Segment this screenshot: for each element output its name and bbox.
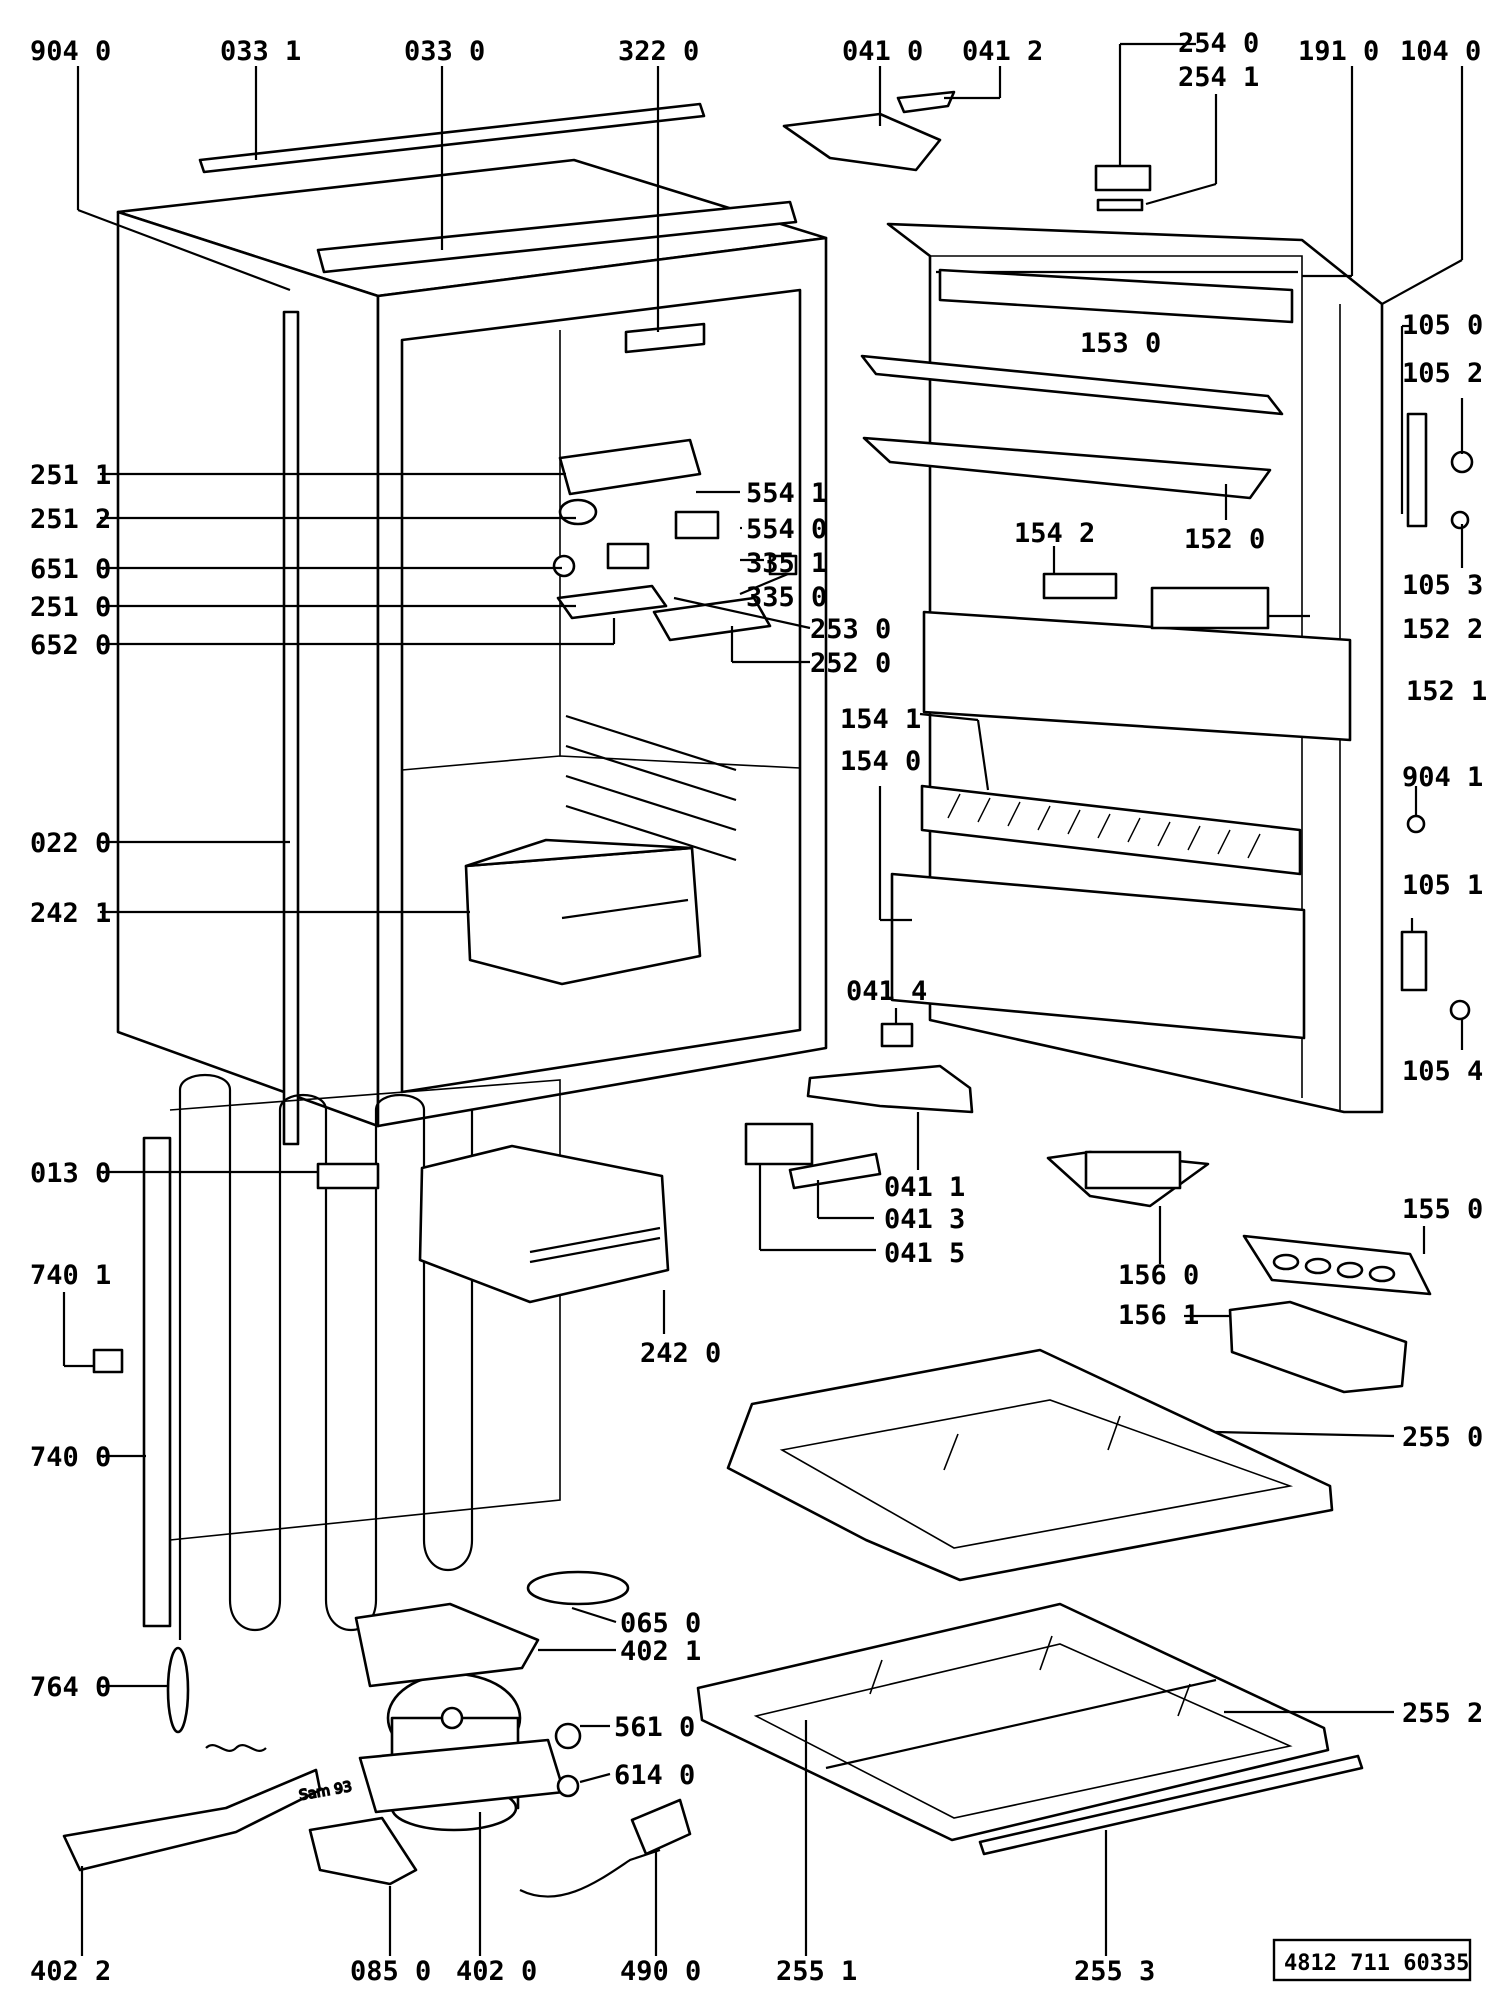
overload-component: [556, 1774, 580, 1798]
condenser-coil: [142, 1073, 561, 1640]
label-554-0: 554 0: [746, 514, 827, 545]
part-labels: 904 0 033 1 033 0 322 0 041 0 041 2 254 …: [30, 28, 1487, 1987]
label-105-2: 105 2: [1402, 358, 1483, 389]
label-156-0: 156 0: [1118, 1260, 1199, 1291]
label-255-2: 255 2: [1402, 1698, 1483, 1729]
label-251-1: 251 1: [30, 460, 111, 491]
glass-shelf-lower: [696, 1602, 1330, 1842]
label-490-0: 490 0: [620, 1956, 701, 1987]
top-hinge-parts: [782, 90, 1474, 1021]
label-335-0: 335 0: [746, 582, 827, 613]
label-154-1: 154 1: [840, 704, 921, 735]
label-255-0: 255 0: [1402, 1422, 1483, 1453]
label-041-4: 041 4: [846, 976, 927, 1007]
coil-spring: [205, 1744, 267, 1752]
reference-number: 4812 711 60335: [1284, 1951, 1469, 1976]
label-402-2: 402 2: [30, 1956, 111, 1987]
label-252-0: 252 0: [810, 648, 891, 679]
spacer-plate: [316, 1162, 380, 1190]
label-104-0: 104 0: [1400, 36, 1481, 67]
label-041-2: 041 2: [962, 36, 1043, 67]
label-022-0: 022 0: [30, 828, 111, 859]
label-740-1: 740 1: [30, 1260, 111, 1291]
label-152-2: 152 2: [1402, 614, 1483, 645]
compressor-bracket: [354, 1602, 540, 1688]
label-904-0-top: 904 0: [30, 36, 111, 67]
label-335-1: 335 1: [746, 548, 827, 579]
label-254-0: 254 0: [1178, 28, 1259, 59]
power-cord: [519, 1848, 661, 1898]
label-041-0: 041 0: [842, 36, 923, 67]
label-255-3: 255 3: [1074, 1956, 1155, 1987]
label-152-1: 152 1: [1406, 676, 1487, 707]
handle-part: [308, 1816, 418, 1886]
label-041-3: 041 3: [884, 1204, 965, 1235]
egg-tray: [1242, 1234, 1432, 1296]
label-904-1: 904 1: [1402, 762, 1483, 793]
label-105-1: 105 1: [1402, 870, 1483, 901]
label-085-0: 085 0: [350, 1956, 431, 1987]
label-065-0: 065 0: [620, 1608, 701, 1639]
top-strips: [198, 102, 798, 274]
crisper-drawer: [418, 1144, 670, 1304]
leader-lines: [62, 42, 1464, 1956]
drier-tube: [526, 1570, 630, 1606]
label-033-0: 033 0: [404, 36, 485, 67]
label-651-0: 651 0: [30, 554, 111, 585]
label-156-1: 156 1: [1118, 1300, 1199, 1331]
label-154-0: 154 0: [840, 746, 921, 777]
label-105-4: 105 4: [1402, 1056, 1483, 1087]
label-041-5: 041 5: [884, 1238, 965, 1269]
plug: [630, 1798, 692, 1856]
label-251-0: 251 0: [30, 592, 111, 623]
label-154-2: 154 2: [1014, 518, 1095, 549]
label-191-0: 191 0: [1298, 36, 1379, 67]
door-assembly: [860, 222, 1384, 1114]
label-764-0: 764 0: [30, 1672, 111, 1703]
reference-number-box: 4812 711 60335: [1272, 1938, 1472, 1982]
lower-hinge-parts: [744, 1022, 974, 1190]
thermostat-assembly: [552, 322, 798, 642]
label-740-0: 740 0: [30, 1442, 111, 1473]
vertical-trim-strip: [282, 310, 300, 1146]
shelf-hatching: [947, 793, 1261, 859]
label-105-0: 105 0: [1402, 310, 1483, 341]
relay-component: [554, 1722, 582, 1750]
label-255-1: 255 1: [776, 1956, 857, 1987]
label-402-0: 402 0: [456, 1956, 537, 1987]
label-105-3: 105 3: [1402, 570, 1483, 601]
label-253-0: 253 0: [810, 614, 891, 645]
label-322-0: 322 0: [618, 36, 699, 67]
capillary-tube: [166, 1646, 190, 1734]
label-254-1: 254 1: [1178, 62, 1259, 93]
label-251-2: 251 2: [30, 504, 111, 535]
crisper-drawer-inner: [464, 838, 702, 986]
compressor: [358, 1672, 566, 1832]
storage-box: [1228, 1300, 1408, 1394]
label-614-0: 614 0: [614, 1760, 695, 1791]
label-652-0: 652 0: [30, 630, 111, 661]
label-402-1: 402 1: [620, 1636, 701, 1667]
label-013-0: 013 0: [30, 1158, 111, 1189]
label-554-1: 554 1: [746, 478, 827, 509]
glass-shelf-upper: [726, 1348, 1334, 1582]
label-041-1: 041 1: [884, 1172, 965, 1203]
shelf-trim-strip: [978, 1754, 1364, 1856]
label-033-1: 033 1: [220, 36, 301, 67]
label-155-0: 155 0: [1402, 1194, 1483, 1225]
label-242-0: 242 0: [640, 1338, 721, 1369]
label-152-0: 152 0: [1184, 524, 1265, 555]
label-153-0: 153 0: [1080, 328, 1161, 359]
base-plate: [62, 1768, 322, 1872]
label-242-1: 242 1: [30, 898, 111, 929]
butter-compartment: [1046, 1150, 1210, 1208]
label-561-0: 561 0: [614, 1712, 695, 1743]
thermostat-clip: [92, 1348, 124, 1374]
